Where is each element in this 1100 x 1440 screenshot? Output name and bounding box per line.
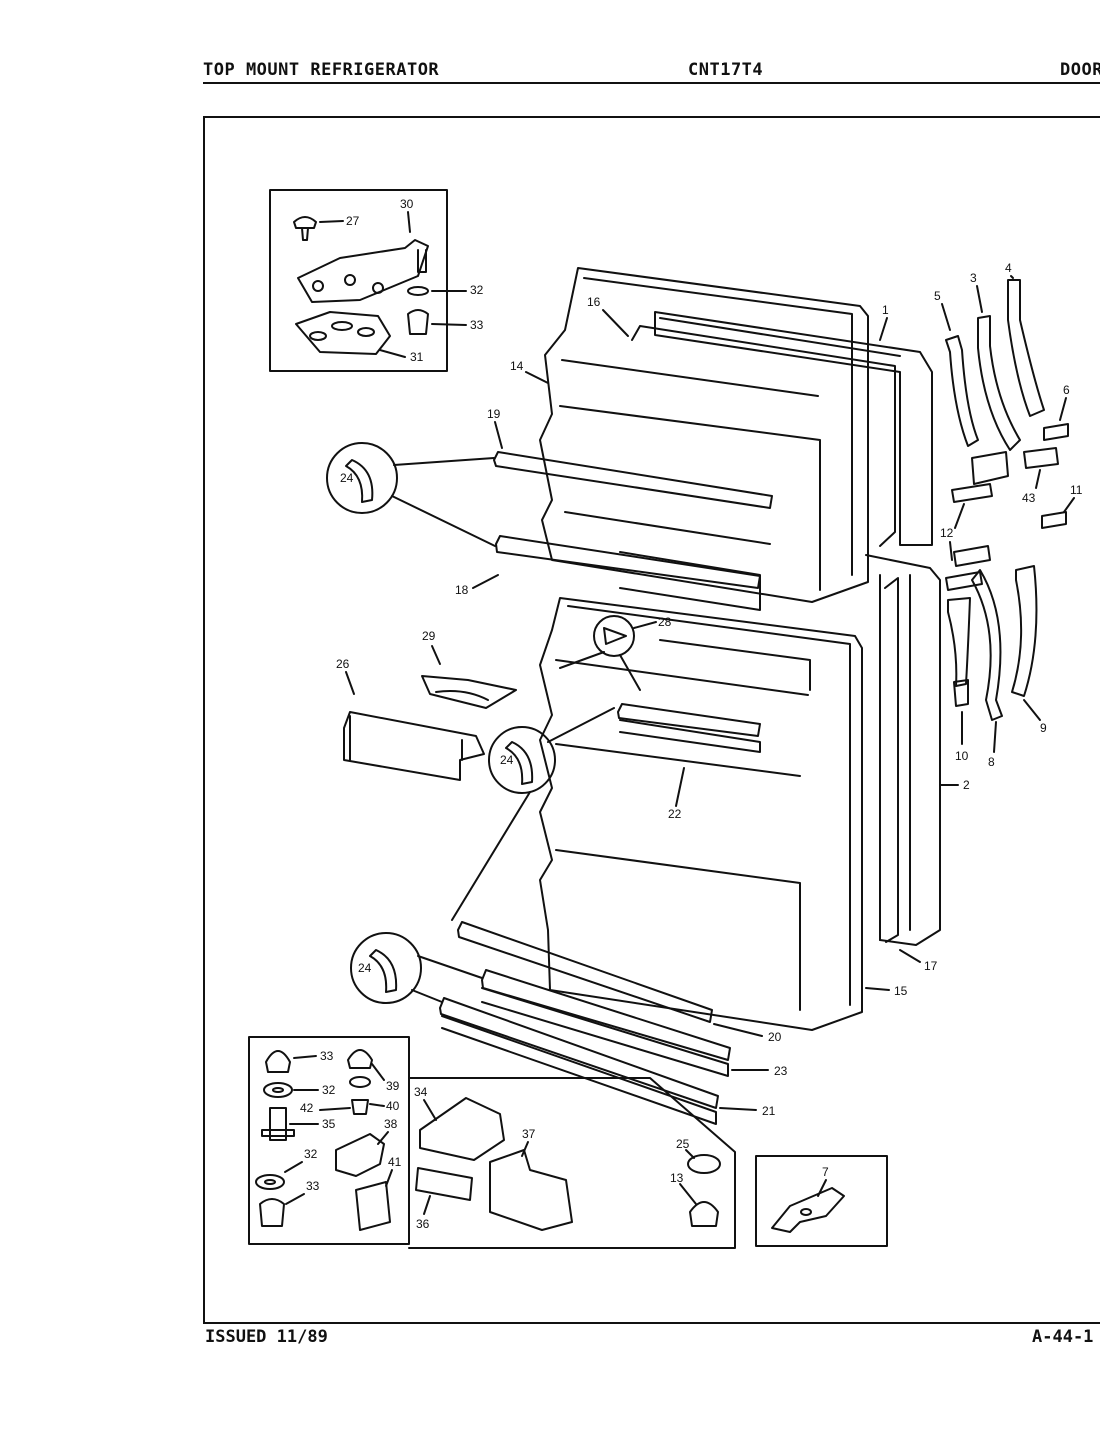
callout-34: 34 bbox=[414, 1085, 428, 1099]
callout-16: 16 bbox=[587, 295, 601, 309]
callout-41: 41 bbox=[388, 1155, 402, 1169]
callout-33-a: 33 bbox=[320, 1049, 334, 1063]
callout-38: 38 bbox=[384, 1117, 398, 1131]
callout-14: 14 bbox=[510, 359, 524, 373]
callout-39: 39 bbox=[386, 1079, 400, 1093]
dairy-door bbox=[421, 675, 517, 709]
inset-part-7 bbox=[755, 1155, 888, 1247]
callout-37: 37 bbox=[522, 1127, 536, 1141]
bottom-hinge-inset bbox=[248, 1036, 736, 1249]
callout-11: 11 bbox=[1070, 483, 1083, 497]
callout-29: 29 bbox=[422, 629, 436, 643]
header-rule bbox=[203, 82, 1100, 84]
callout-27: 27 bbox=[346, 214, 360, 228]
callout-12: 12 bbox=[940, 526, 954, 540]
callout-25: 25 bbox=[676, 1137, 690, 1151]
top-hinge-inset bbox=[269, 189, 448, 372]
freezer-door-assembly bbox=[539, 267, 933, 603]
callout-9: 9 bbox=[1040, 721, 1047, 735]
callout-3: 3 bbox=[970, 271, 977, 285]
fresh-food-handle-parts bbox=[945, 545, 1038, 721]
header-title: TOP MOUNT REFRIGERATOR bbox=[203, 60, 440, 80]
callout-10: 10 bbox=[955, 749, 969, 763]
callout-31: 31 bbox=[410, 350, 424, 364]
header-section: DOOR bbox=[1060, 60, 1100, 80]
callout-18: 18 bbox=[455, 583, 469, 597]
callout-8: 8 bbox=[988, 755, 995, 769]
callout-33-top: 33 bbox=[470, 318, 484, 332]
diagram-frame bbox=[203, 116, 1100, 1324]
callout-21: 21 bbox=[762, 1104, 776, 1118]
callout-35: 35 bbox=[322, 1117, 336, 1131]
callout-5: 5 bbox=[934, 289, 941, 303]
callout-32-b: 32 bbox=[304, 1147, 318, 1161]
callout-2: 2 bbox=[963, 778, 970, 792]
callout-32-top: 32 bbox=[470, 283, 484, 297]
clip-detail-middle bbox=[451, 707, 615, 921]
callout-1: 1 bbox=[882, 303, 889, 317]
callout-42: 42 bbox=[300, 1101, 314, 1115]
callout-33-b: 33 bbox=[306, 1179, 320, 1193]
callout-32-a: 32 bbox=[322, 1083, 336, 1097]
callout-7: 7 bbox=[822, 1165, 829, 1179]
fresh-food-door-shelves bbox=[439, 921, 731, 1125]
callout-15: 15 bbox=[894, 984, 908, 998]
callout-36: 36 bbox=[416, 1217, 430, 1231]
callout-28: 28 bbox=[658, 615, 672, 629]
callout-22: 22 bbox=[668, 807, 682, 821]
callout-6: 6 bbox=[1063, 383, 1070, 397]
freezer-door-shelves bbox=[493, 451, 773, 611]
fresh-food-door-assembly bbox=[539, 554, 941, 1031]
freezer-handle-parts bbox=[945, 279, 1069, 529]
callout-23: 23 bbox=[774, 1064, 788, 1078]
callout-43: 43 bbox=[1022, 491, 1036, 505]
callout-17: 17 bbox=[924, 959, 938, 973]
clip-detail-bottom bbox=[350, 932, 483, 1004]
clip-detail-top bbox=[326, 442, 496, 547]
callout-4: 4 bbox=[1005, 261, 1012, 275]
clip-detail-28 bbox=[559, 615, 641, 691]
callout-26: 26 bbox=[336, 657, 350, 671]
callout-40: 40 bbox=[386, 1099, 400, 1113]
callout-20: 20 bbox=[768, 1030, 782, 1044]
header-model: CNT17T4 bbox=[688, 60, 764, 80]
footer-page-number: A-44-1 bbox=[1032, 1327, 1094, 1347]
footer-issued: ISSUED 11/89 bbox=[205, 1327, 328, 1347]
callout-13: 13 bbox=[670, 1171, 684, 1185]
callout-30: 30 bbox=[400, 197, 414, 211]
callout-24-c: 24 bbox=[358, 961, 372, 975]
callout-19: 19 bbox=[487, 407, 501, 421]
callout-24-a: 24 bbox=[340, 471, 354, 485]
butter-compartment bbox=[343, 711, 485, 781]
callout-24-b: 24 bbox=[500, 753, 514, 767]
